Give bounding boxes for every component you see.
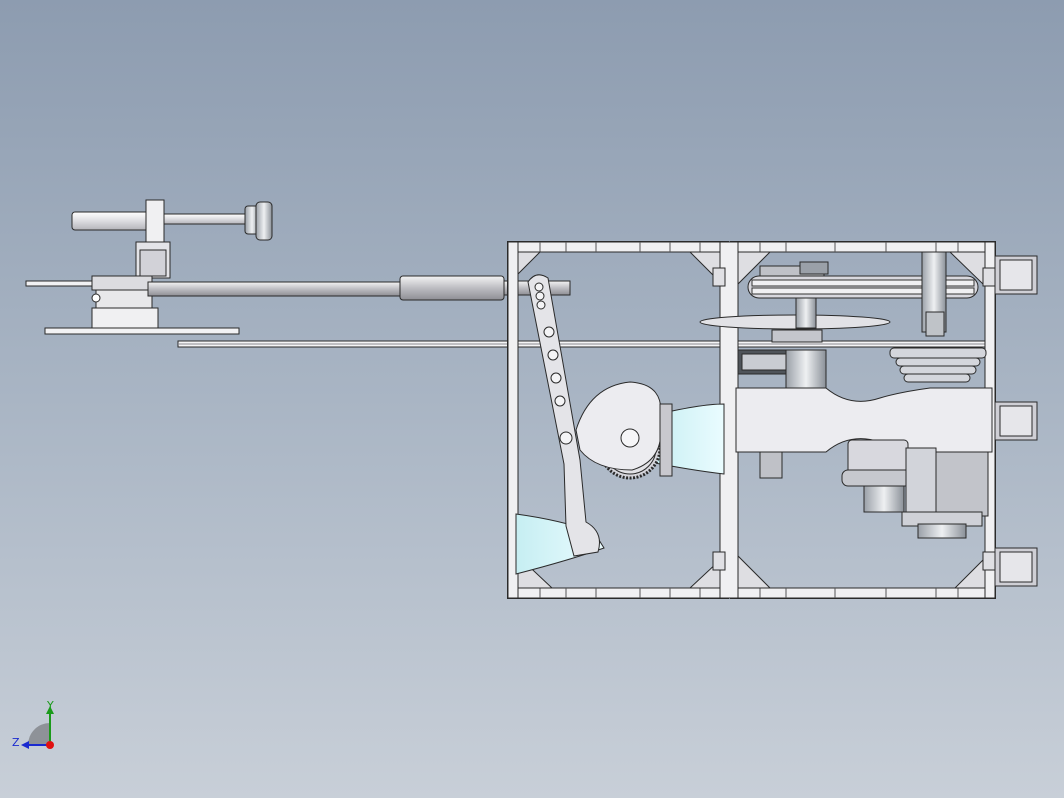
z-axis-label: Z (12, 736, 20, 749)
perforated-lever (527, 274, 600, 557)
triad-base-wedge (28, 723, 50, 745)
disc-plate (699, 314, 891, 330)
tone-arm-rod (147, 281, 404, 297)
cross-arm (735, 387, 993, 453)
tone-arm-sleeve (399, 275, 505, 301)
gearbox (699, 251, 993, 539)
base-plate-bottom (44, 327, 240, 335)
lever-mechanism (515, 274, 725, 575)
cam-lobe (575, 381, 662, 471)
axis-triad: Y Z (12, 699, 54, 749)
x-axis-dot (46, 741, 54, 749)
y-axis-label: Y (46, 699, 54, 712)
gusset-tl (517, 251, 542, 276)
arm-assembly (25, 199, 994, 348)
spring-stack (889, 347, 987, 383)
upper-rod (71, 211, 153, 231)
bevel-gear-cluster (759, 439, 989, 539)
frame (507, 241, 1038, 599)
pivot-post (145, 199, 165, 245)
